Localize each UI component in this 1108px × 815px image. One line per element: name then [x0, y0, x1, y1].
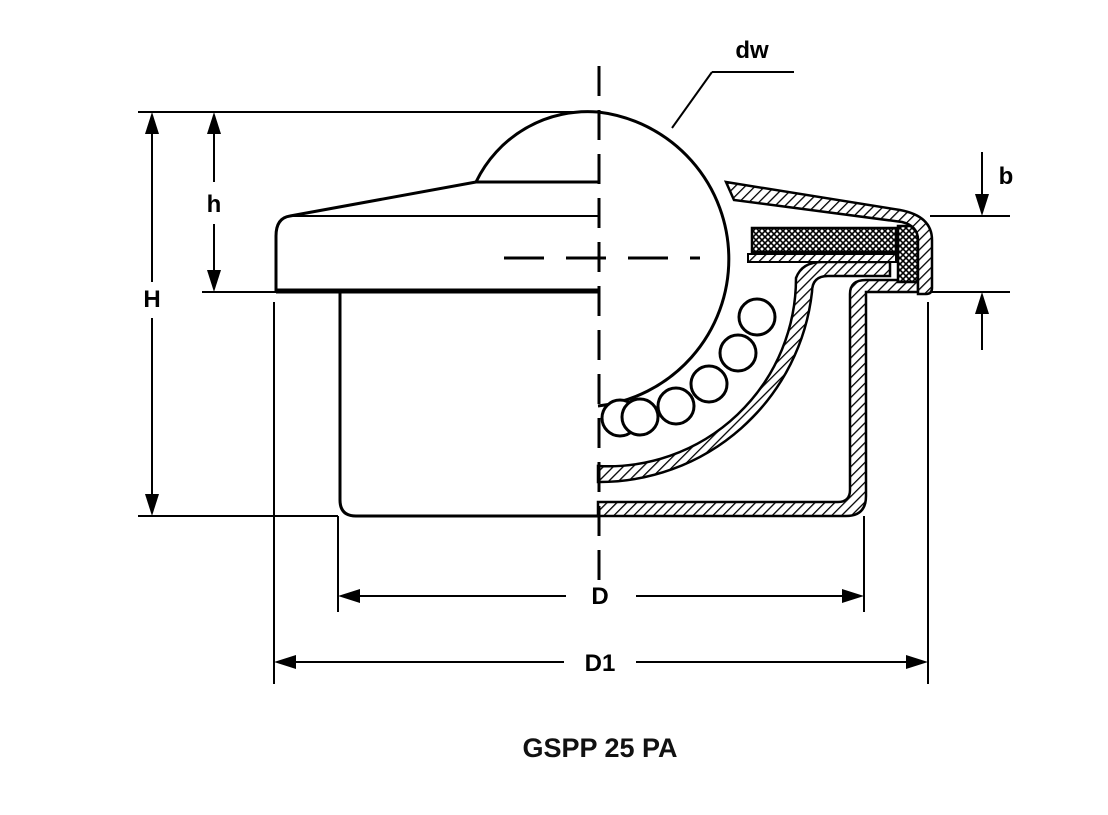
- label-H: H: [143, 286, 160, 313]
- dimension-h: h: [207, 112, 222, 292]
- small-ball: [737, 297, 777, 337]
- part-number-caption: GSPP 25 PA: [522, 733, 677, 763]
- dimension-b: b: [975, 152, 1013, 350]
- small-balls: [600, 297, 777, 438]
- seal-ring: [750, 226, 898, 254]
- dimension-dw: dw: [671, 37, 794, 129]
- dimension-D1: D1: [274, 650, 928, 677]
- side-seal-block: [896, 224, 920, 284]
- retaining-plate: [747, 253, 897, 263]
- ball-dome: [474, 110, 599, 183]
- small-ball: [656, 386, 696, 426]
- housing-cup: [338, 292, 598, 518]
- exterior-view: [274, 110, 599, 518]
- label-dw: dw: [735, 37, 769, 64]
- label-D: D: [591, 583, 608, 610]
- label-h: h: [207, 191, 222, 218]
- extension-lines: [138, 111, 1010, 684]
- small-ball: [718, 333, 758, 373]
- label-b: b: [999, 163, 1014, 190]
- small-ball: [620, 397, 660, 437]
- label-D1: D1: [585, 650, 616, 677]
- small-ball: [689, 364, 729, 404]
- dimension-H: H: [143, 112, 161, 516]
- flange-cover: [274, 180, 598, 292]
- section-view: [596, 110, 934, 518]
- bearing-cup-section: [596, 260, 892, 484]
- dimension-D: D: [338, 583, 864, 610]
- top-cover-section: [723, 180, 934, 296]
